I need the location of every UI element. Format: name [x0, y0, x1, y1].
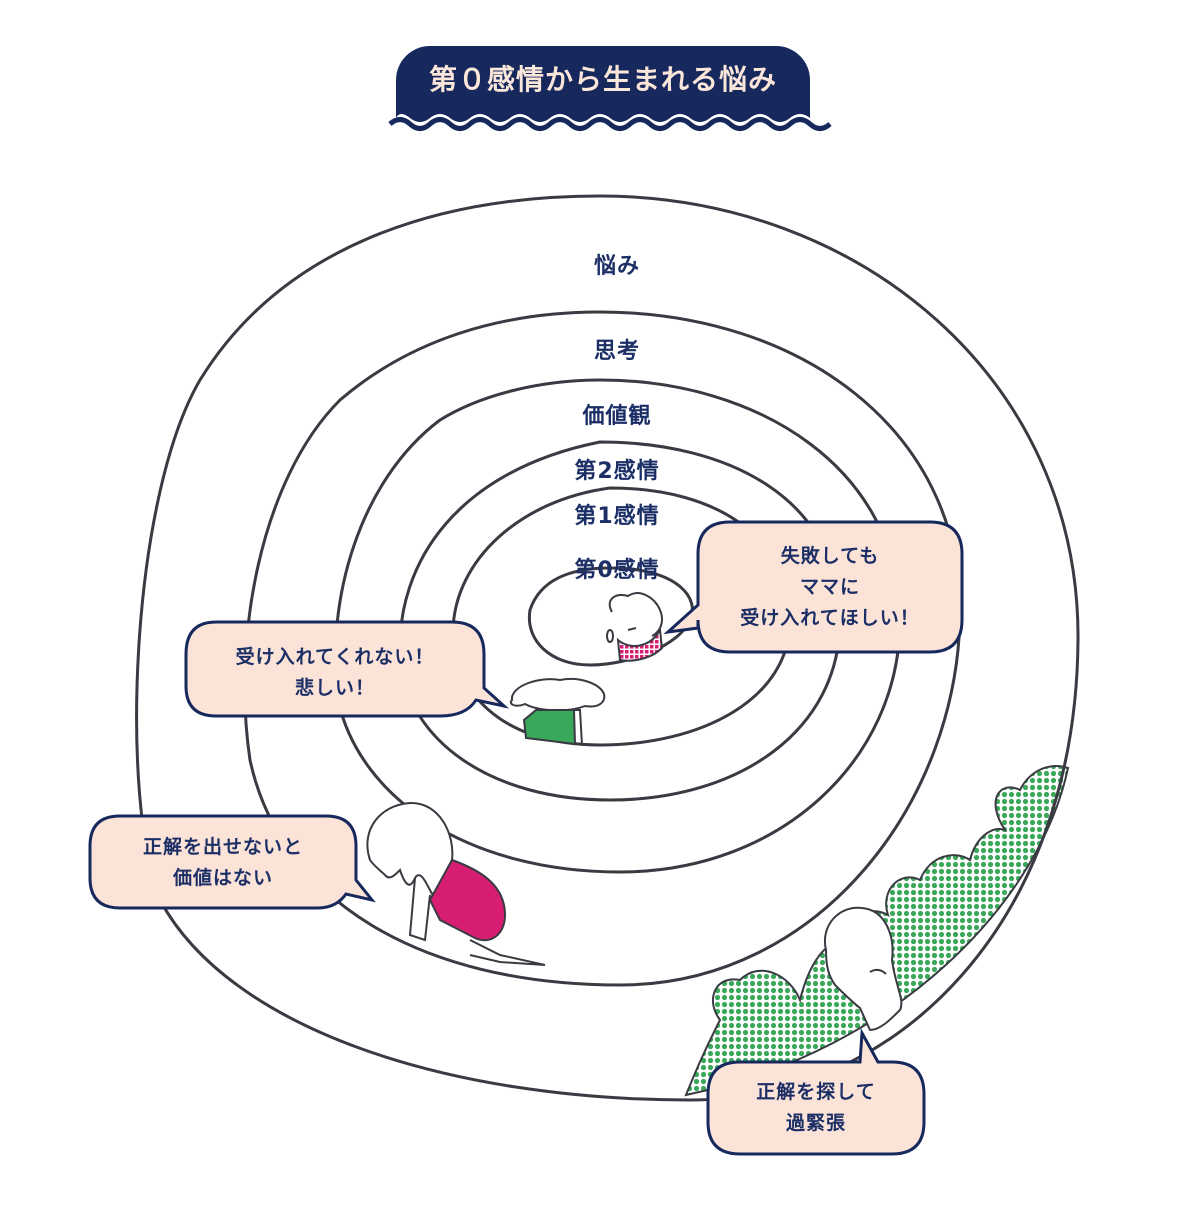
core-bubble-shape: [663, 520, 964, 654]
speech-bubbles: [88, 520, 964, 1156]
label-thinking: 思考: [593, 339, 640, 364]
ring-core: [527, 566, 694, 667]
label-second-emotion: 第2感情: [574, 459, 660, 484]
ring-outer: [135, 194, 1080, 1102]
title-wave: [388, 112, 832, 131]
title-banner: [396, 46, 810, 112]
label-zero-emotion: 第0感情: [574, 558, 660, 583]
worry-bubble-shape: [706, 1027, 926, 1156]
label-worry: 悩み: [593, 254, 640, 279]
figure-worry-child: [823, 906, 903, 1032]
values-bubble-text: 正解を出せないと 価値はない: [142, 836, 303, 889]
ring-4: [398, 440, 842, 802]
first-emotion-bubble-text: 受け入れてくれない！ 悲しい！: [235, 646, 435, 699]
values-bubble-shape: [88, 814, 376, 910]
ring-2: [243, 310, 962, 987]
page-title: 第０感情から生まれる悩み: [428, 63, 777, 96]
figure-first-emotion-child: [509, 678, 606, 746]
figure-core-child: [606, 592, 664, 662]
label-first-emotion: 第1感情: [574, 504, 660, 529]
figure-values-child: [366, 801, 546, 966]
label-values: 価値観: [582, 404, 652, 429]
worry-bubble-text: 正解を探して 過緊張: [756, 1081, 876, 1134]
core-bubble-text: 失敗しても ママに 受け入れてほしい！: [740, 545, 920, 629]
first-emotion-bubble-shape: [184, 620, 510, 718]
